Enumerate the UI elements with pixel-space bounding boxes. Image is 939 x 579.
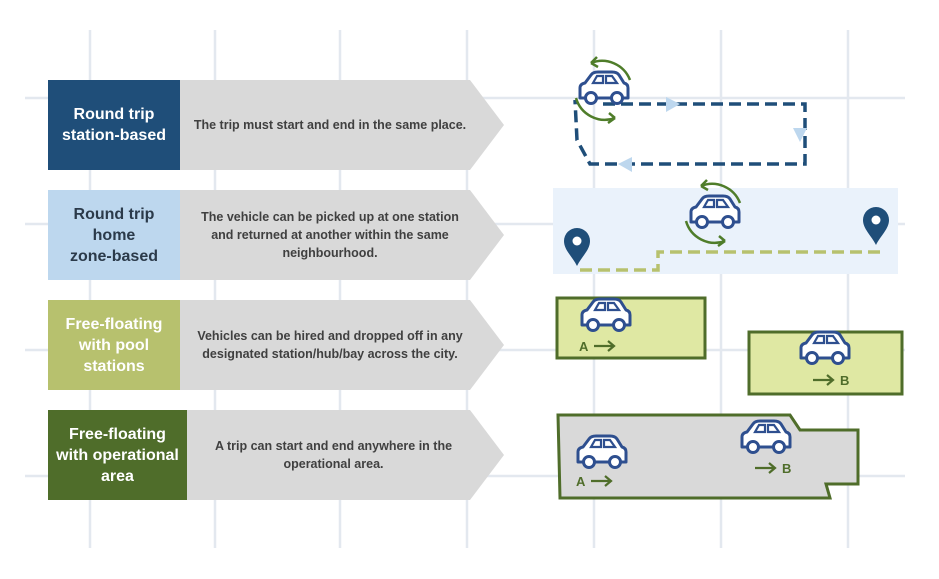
arrow-right-icon [594, 340, 616, 352]
pool-end-label: B [840, 373, 849, 388]
arrow-right-icon [813, 374, 835, 386]
model-row-round-trip-station: Round trip station-based The trip must s… [48, 80, 504, 170]
round-trip-illustration [573, 55, 807, 172]
arrow-right-icon [666, 97, 680, 112]
arrow-left-icon [618, 157, 632, 172]
description-arrow: A trip can start and end anywhere in the… [187, 410, 504, 500]
model-description: The trip must start and end in the same … [193, 118, 467, 132]
arrow-right-icon [591, 475, 613, 487]
model-label-free-floating-area: Free-floating with operational area [48, 410, 187, 500]
model-row-free-floating-pool: Free-floating with pool stations Vehicle… [48, 300, 504, 390]
home-zone-illustration [553, 178, 898, 274]
pool-station-a [555, 296, 707, 360]
car-icon [578, 70, 630, 105]
model-description: The vehicle can be picked up at one stat… [201, 210, 459, 260]
model-description: Vehicles can be hired and dropped off in… [197, 329, 463, 361]
model-label-free-floating-pool: Free-floating with pool stations [48, 300, 180, 390]
description-arrow: The trip must start and end in the same … [180, 80, 504, 170]
arrow-down-icon [793, 128, 807, 142]
pool-stations-illustration: A B [555, 296, 904, 396]
description-arrow: Vehicles can be hired and dropped off in… [180, 300, 504, 390]
operational-area-illustration: A B [556, 413, 860, 500]
pool-start-label: A [579, 339, 589, 354]
description-arrow: The vehicle can be picked up at one stat… [180, 190, 504, 280]
model-row-round-trip-home-zone: Round trip home zone-based The vehicle c… [48, 190, 504, 280]
area-end-label: B [782, 461, 791, 476]
model-label-round-trip-home-zone: Round trip home zone-based [48, 190, 180, 280]
arrow-right-icon [755, 462, 777, 474]
model-label-round-trip-station: Round trip station-based [48, 80, 180, 170]
model-row-free-floating-area: Free-floating with operational area A tr… [48, 410, 504, 500]
model-description: A trip can start and end anywhere in the… [214, 439, 453, 471]
area-start-label: A [576, 474, 586, 489]
